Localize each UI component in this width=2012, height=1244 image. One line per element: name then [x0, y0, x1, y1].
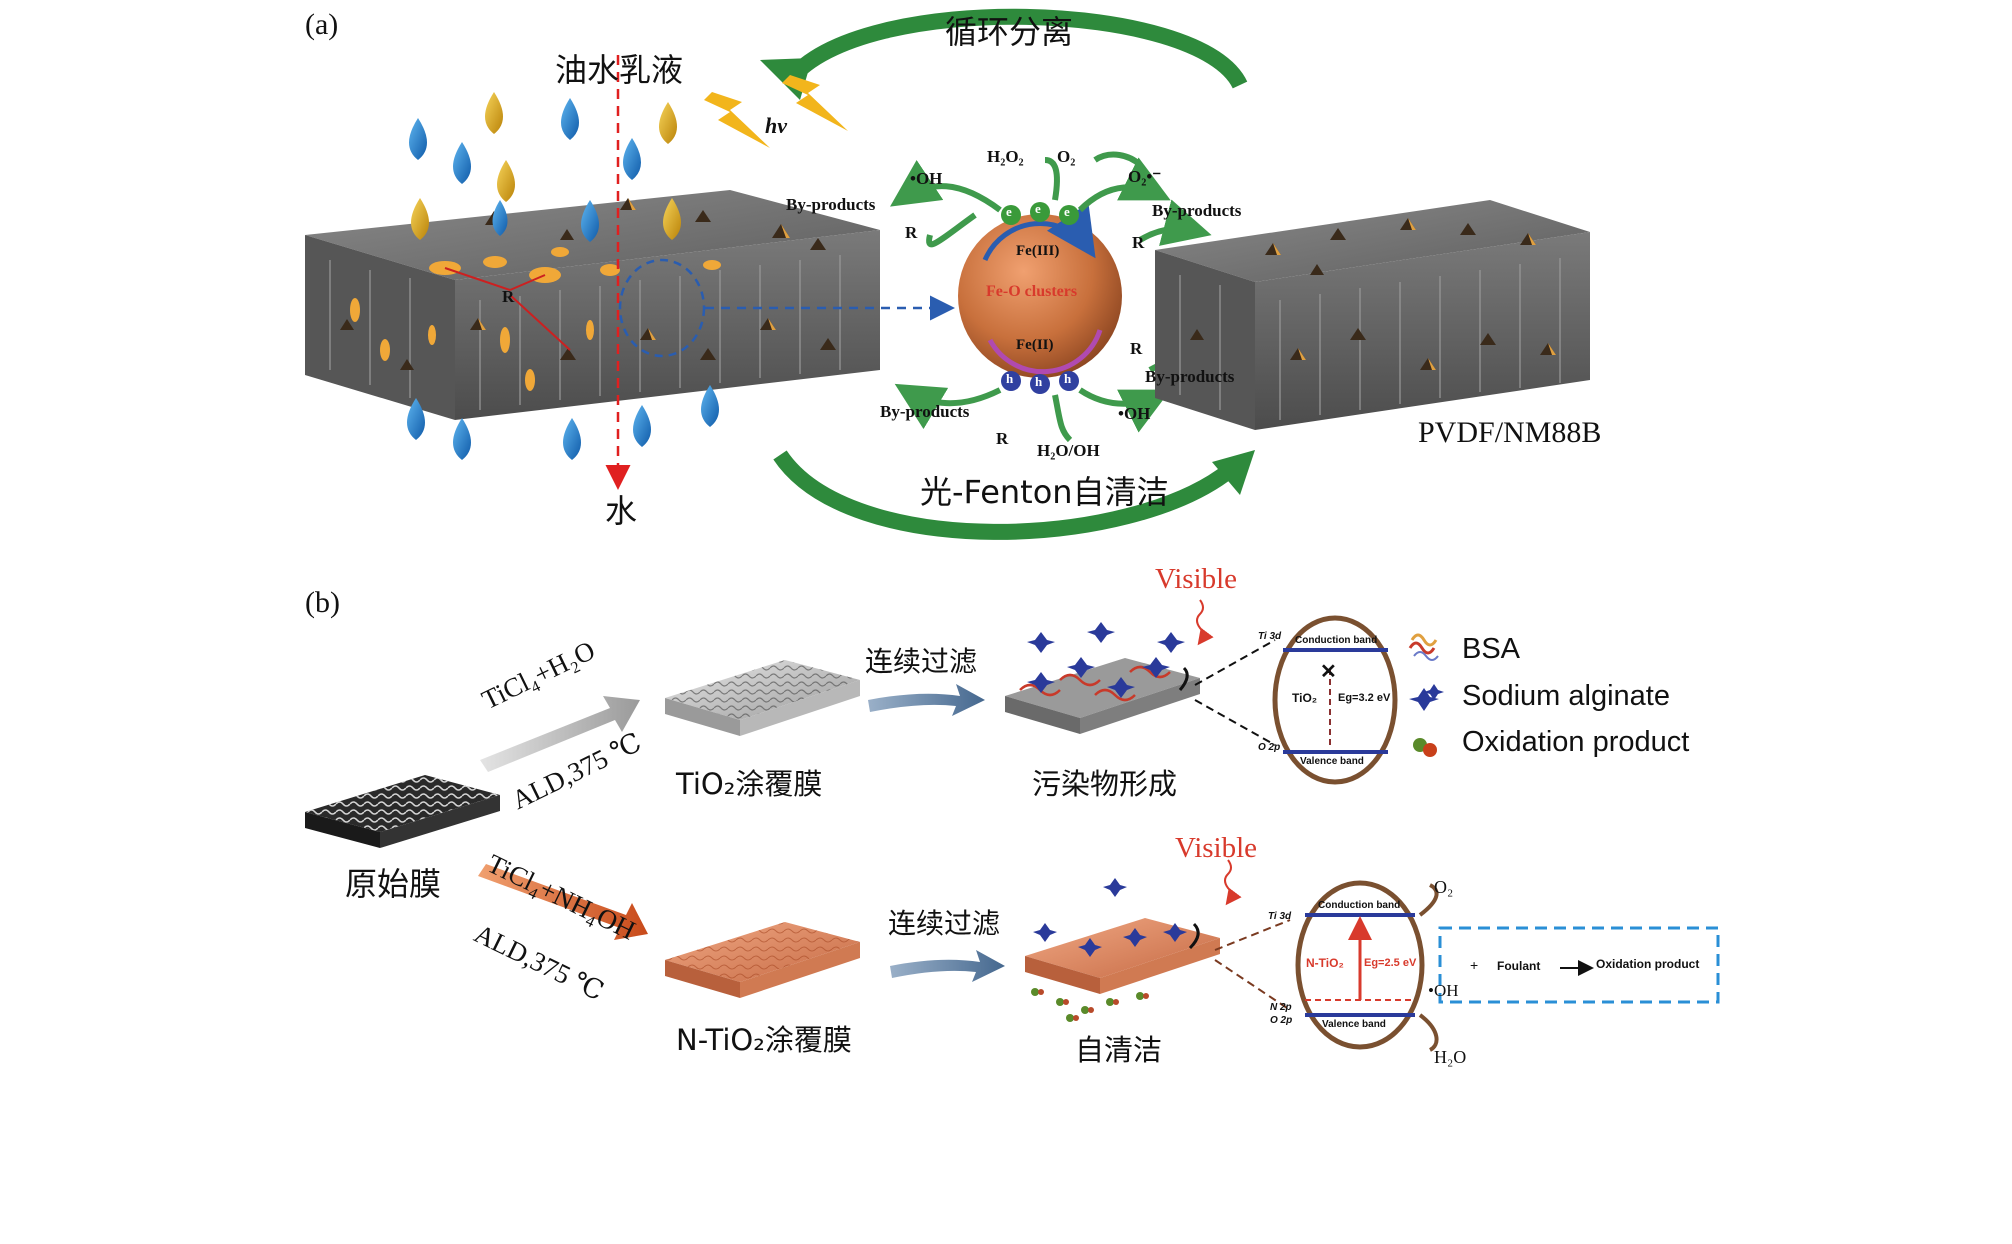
- oh-tl-label: •OH: [910, 169, 943, 188]
- zoom-circle: [618, 258, 706, 358]
- filtration1-label: 连续过滤: [865, 645, 978, 678]
- band1-o2p: O 2p: [1258, 742, 1281, 753]
- selfclean-label: 自清洁: [1075, 1033, 1163, 1067]
- reaction-box: [1438, 926, 1720, 1004]
- tio2-label: TiO₂涂覆膜: [676, 767, 823, 801]
- filtration2-label: 连续过滤: [888, 907, 1001, 940]
- hole-1: h: [1006, 371, 1014, 386]
- band2-ti3d: Ti 3d: [1268, 911, 1292, 922]
- filtration2-arrow: [890, 950, 1005, 982]
- selfclean-membrane: [1025, 878, 1220, 1022]
- byproducts-bl: By-products: [880, 402, 970, 421]
- byproducts-br: By-products: [1145, 367, 1235, 386]
- h2o2-label: H₂O₂: [987, 147, 1024, 166]
- cleaning-arrow: [773, 450, 1235, 540]
- byproducts-tr: By-products: [1152, 201, 1242, 220]
- ntio2-membrane: [665, 922, 860, 998]
- route2-arrow: [478, 864, 648, 940]
- emulsion-label: 油水乳液: [555, 51, 684, 89]
- byproducts-tl: By-products: [786, 195, 876, 214]
- electron-2: e: [1035, 201, 1041, 216]
- reaction-foulant: Foulant: [1497, 959, 1541, 973]
- r-bl: R: [996, 429, 1009, 448]
- band-diagram-1: [1194, 615, 1398, 785]
- recycle-label: 循环分离: [945, 13, 1074, 51]
- droplets: [407, 92, 719, 460]
- fe2-label: Fe(II): [1016, 337, 1054, 353]
- r-tr: R: [1132, 233, 1145, 252]
- visible-ray1: [1196, 599, 1214, 646]
- legend-sodium-alginate: Sodium alginate: [1462, 680, 1670, 712]
- band2-cb: Conduction band: [1318, 900, 1401, 911]
- band2-o2p: O 2p: [1270, 1015, 1293, 1026]
- electron-1: e: [1006, 204, 1012, 219]
- fouling-label: 污染物形成: [1032, 767, 1178, 801]
- reaction-plus: +: [1470, 957, 1479, 973]
- bsa-icon: [1408, 633, 1439, 661]
- route1-arrow: [480, 696, 640, 772]
- ntio2-label: N-TiO₂涂覆膜: [676, 1023, 852, 1057]
- pristine-label: 原始膜: [345, 865, 442, 903]
- tio2-membrane: [665, 660, 860, 736]
- band2-o2: O₂: [1434, 877, 1454, 897]
- band1-vb: Valence band: [1300, 756, 1364, 767]
- oh-br-label: •OH: [1118, 404, 1151, 423]
- panel-a-tag: (a): [305, 8, 339, 41]
- r-tl: R: [905, 223, 918, 242]
- r-label-membrane: R: [502, 287, 515, 306]
- light-icon: [704, 75, 848, 148]
- band1-cb: Conduction band: [1295, 635, 1378, 646]
- reaction-product: Oxidation product: [1596, 957, 1700, 971]
- visible-ray2: [1224, 859, 1242, 906]
- band1-blocked-icon: ✕: [1320, 661, 1337, 683]
- electron-3: e: [1064, 204, 1070, 219]
- cleaning-arrowhead: [1212, 450, 1255, 495]
- cleaning-label: 光-Fenton自清洁: [920, 473, 1169, 511]
- oxidation-product-icon: [1413, 738, 1437, 757]
- band2-material: N-TiO₂: [1306, 956, 1344, 970]
- water-label: 水: [605, 492, 638, 530]
- legend-oxidation-product: Oxidation product: [1462, 726, 1690, 758]
- cluster-center: Fe-O clusters: [986, 283, 1078, 300]
- band1-eg: Eg=3.2 eV: [1338, 692, 1391, 704]
- filtration1-arrow: [868, 684, 985, 716]
- membrane-label: PVDF/NM88B: [1418, 416, 1602, 449]
- band2-h2o: H₂O: [1434, 1047, 1467, 1067]
- band1-ti3d: Ti 3d: [1258, 631, 1282, 642]
- panel-b-tag: (b): [305, 586, 340, 619]
- h2o-oh-label: H₂O/OH: [1037, 441, 1100, 460]
- visible1-label: Visible: [1155, 563, 1238, 595]
- hole-2: h: [1035, 374, 1043, 389]
- legend-bsa: BSA: [1462, 633, 1521, 665]
- alginate-icon: [1409, 684, 1444, 711]
- r-br: R: [1130, 339, 1143, 358]
- o2-label: O₂: [1057, 147, 1076, 166]
- band2-n2p: N 2p: [1270, 1002, 1292, 1013]
- membrane-right: [1155, 200, 1590, 430]
- band2-eg: Eg=2.5 eV: [1364, 957, 1417, 969]
- hole-3: h: [1064, 371, 1072, 386]
- band2-vb: Valence band: [1322, 1019, 1386, 1030]
- visible2-label: Visible: [1175, 832, 1258, 864]
- recycle-arrow: [783, 8, 1248, 90]
- band2-oh: •OH: [1428, 981, 1459, 1000]
- fe3-label: Fe(III): [1016, 243, 1060, 259]
- band-diagram-2: [1214, 880, 1439, 1052]
- hv-label: hv: [765, 113, 787, 138]
- fouled-membrane: [1005, 622, 1200, 734]
- fe-o-cluster: [958, 202, 1122, 394]
- pristine-membrane: [305, 775, 500, 848]
- o2-radical-label: O₂•⁻: [1128, 167, 1162, 186]
- band1-material: TiO₂: [1292, 691, 1318, 705]
